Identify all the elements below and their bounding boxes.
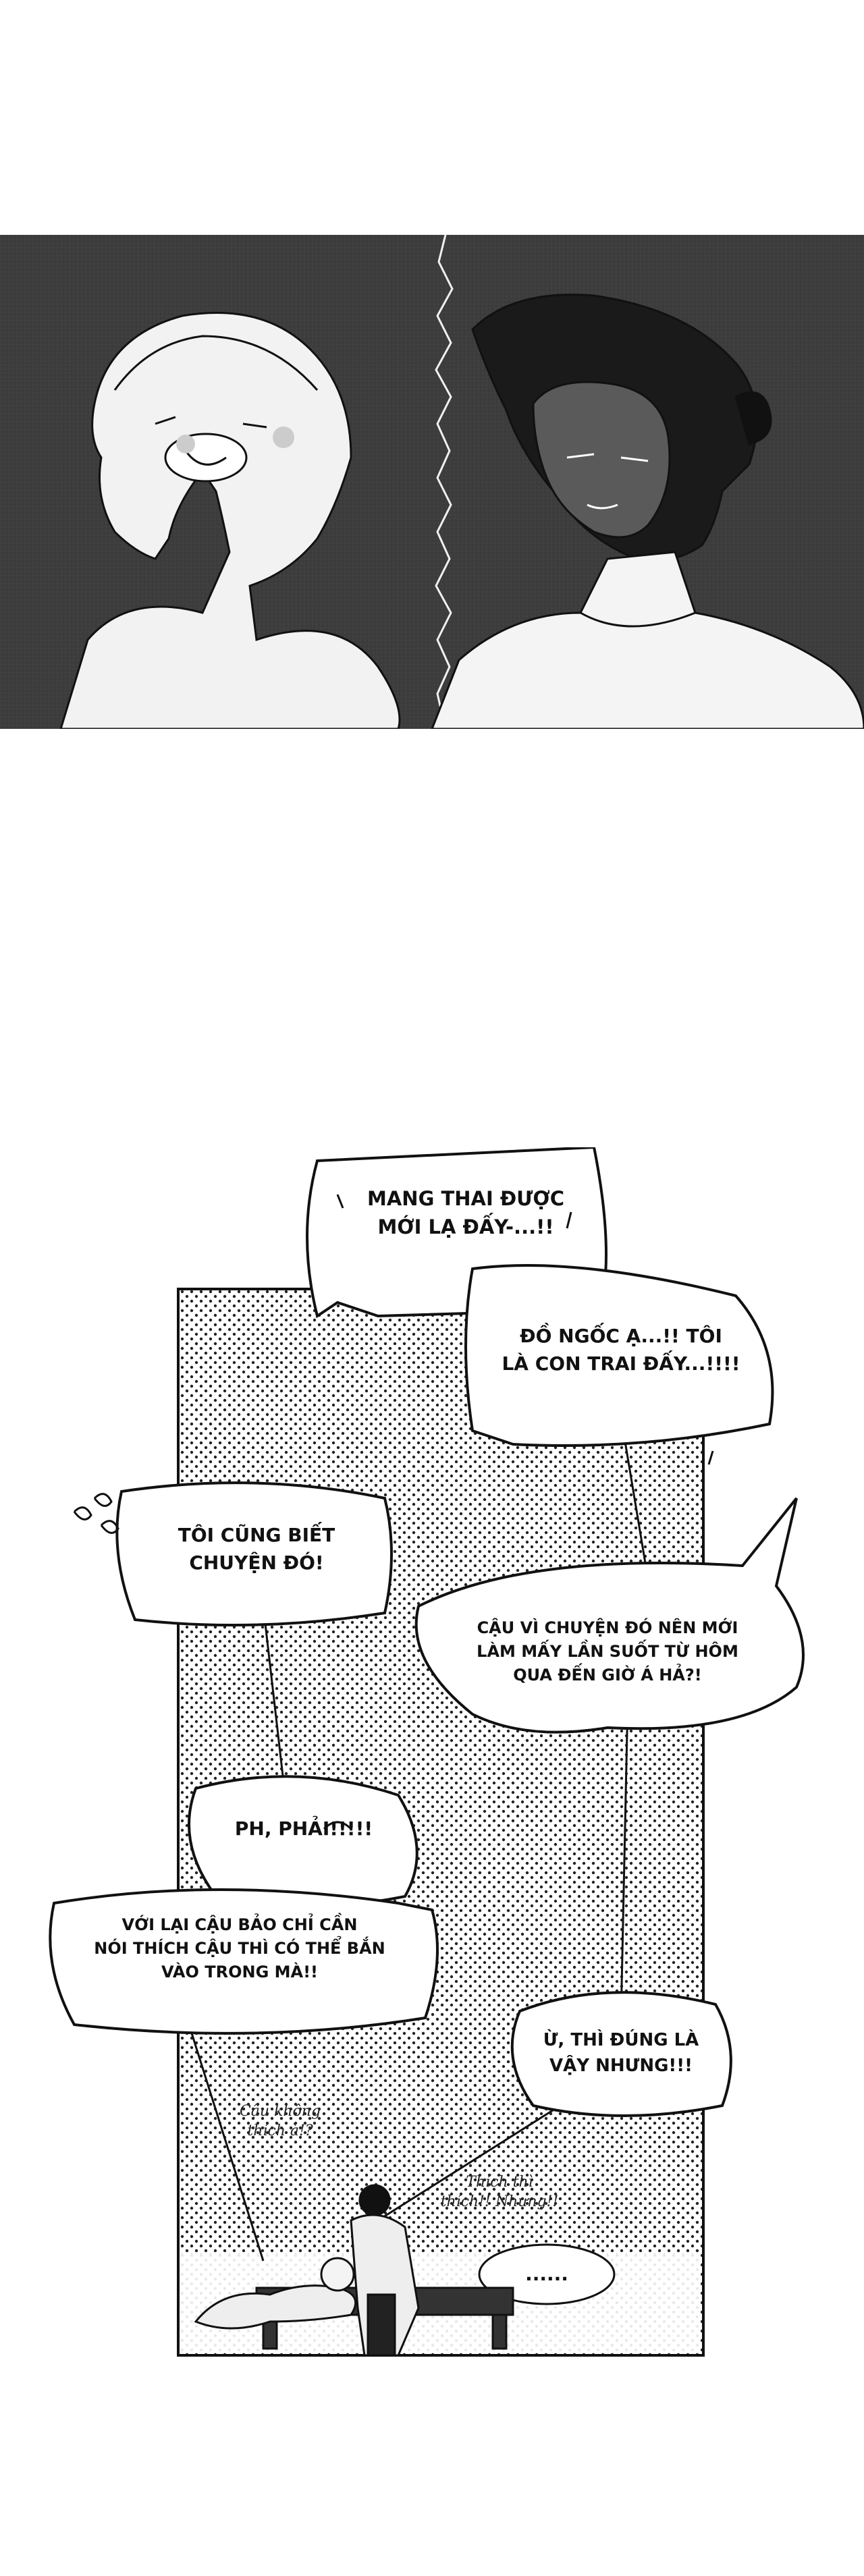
bottom-panel-art [49, 1147, 805, 2357]
bubble-b2-line: LÀ CON TRAI ĐẤY...!!!! [502, 1352, 740, 1375]
bubble-b7-line: VẬY NHƯNG!!! [549, 2055, 693, 2076]
bubble-b8-line: ...... [525, 2263, 568, 2285]
bubble-b1-line: MỚI LẠ ĐẤY-...!! [377, 1215, 554, 1239]
bottom-characters [194, 2184, 514, 2357]
bubble-b5-shape [188, 1775, 418, 1908]
bubble-b3-line: CHUYỆN ĐÓ! [189, 1551, 324, 1574]
handwritten-h2-line: thích!! Nhưng!! [440, 2193, 559, 2210]
top-panel [0, 235, 864, 729]
bubble-b4-line: CẬU VÌ CHUYỆN ĐÓ NÊN MỚI [477, 1618, 738, 1637]
bubble-b2-line: ĐỒ NGỐC Ạ...!! TÔI [520, 1325, 722, 1347]
bubble-tails [188, 1417, 649, 2262]
bubble-b4-shape [414, 1497, 805, 1734]
handwritten-h1-line: Cậu không [239, 2103, 321, 2120]
bottom-panel [0, 1147, 864, 2430]
bubble-b4-line: LÀM MẤY LẦN SUỐT TỪ HÔM [477, 1641, 738, 1661]
handwritten-h2-line: Thích thì [466, 2174, 533, 2191]
bubble-b2-shape [464, 1264, 774, 1447]
handwritten-h1-line: thích à!? [247, 2122, 313, 2139]
bubble-b5-line: PH, PHẢI!!!!! [234, 1817, 373, 1840]
top-panel-art [0, 235, 864, 729]
effect-marks [73, 1194, 714, 1830]
bubble-b6-line: NÓI THÍCH CẬU THÌ CÓ THỂ BẮN [94, 1938, 385, 1958]
bubble-b6-line: VÀO TRONG MÀ!! [161, 1962, 319, 1981]
bubble-b3: TÔI CŨNG BIẾT CHUYỆN ĐÓ! [135, 1522, 378, 1577]
bubble-b6: VỚI LẠI CẬU BẢO CHỈ CẦN NÓI THÍCH CẬU TH… [61, 1913, 418, 1983]
panel-divider [435, 235, 454, 729]
bubble-b3-shape [115, 1481, 393, 1626]
bubble-b1-line: MANG THAI ĐƯỢC [367, 1187, 564, 1210]
bubble-b7-line: Ừ, THÌ ĐÚNG LÀ [543, 2030, 699, 2050]
handwritten-h2: Thích thì thích!! Nhưng!! [432, 2173, 567, 2212]
bubble-b5: PH, PHẢI!!!!! [202, 1815, 405, 1843]
right-character [431, 294, 864, 729]
bubble-b8: ...... [486, 2261, 608, 2289]
bubble-b3-line: TÔI CŨNG BIẾT [178, 1524, 335, 1546]
bubble-b7-shape [510, 1991, 732, 2117]
handwritten-h1: Cậu không thích à!? [223, 2102, 338, 2141]
bubble-b4: CẬU VÌ CHUYỆN ĐÓ NÊN MỚI LÀM MẤY LẦN SUỐ… [446, 1616, 770, 1687]
bubble-b7: Ừ, THÌ ĐÚNG LÀ VẬY NHƯNG!!! [526, 2028, 716, 2079]
bubble-b2: ĐỒ NGỐC Ạ...!! TÔI LÀ CON TRAI ĐẤY...!!!… [493, 1323, 749, 1377]
bubble-b6-shape [49, 1888, 439, 2035]
bubble-b4-line: QUA ĐẾN GIỜ Á HẢ?! [513, 1665, 702, 1684]
left-character [59, 312, 401, 729]
bubble-b6-line: VỚI LẠI CẬU BẢO CHỈ CẦN [122, 1915, 358, 1934]
bubble-b1: MANG THAI ĐƯỢC MỚI LẠ ĐẤY-...!! [351, 1184, 580, 1241]
